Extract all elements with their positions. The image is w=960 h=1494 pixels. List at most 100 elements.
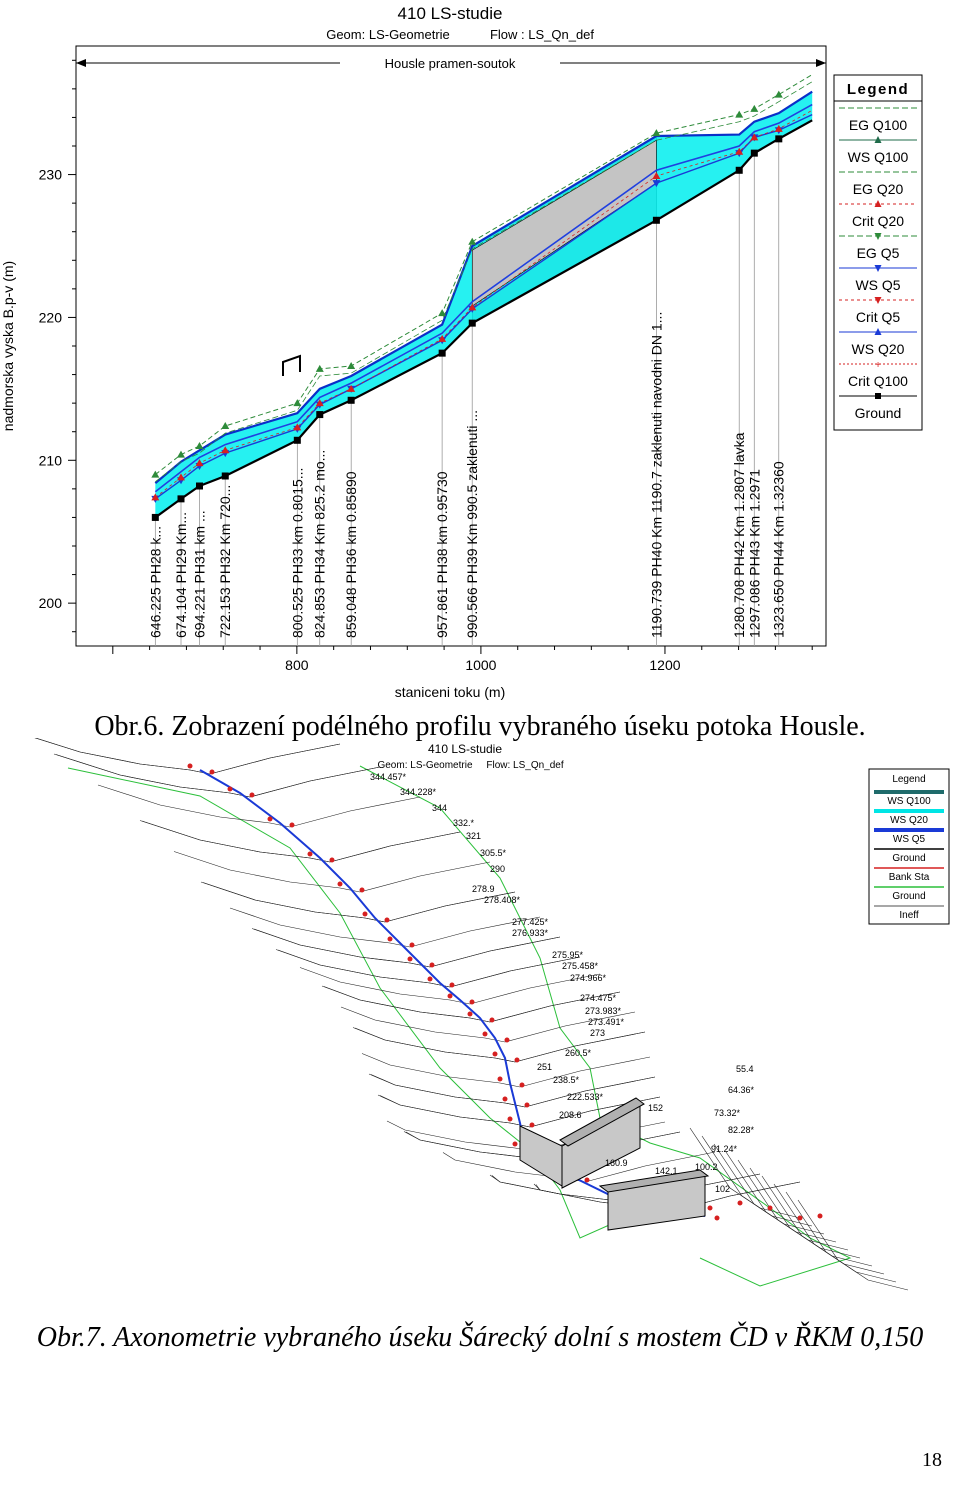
bank-station-marker <box>329 857 335 863</box>
ground-marker <box>652 216 660 224</box>
station-label: 277.425* <box>512 917 549 927</box>
ground-marker <box>775 135 783 143</box>
cross-section-line <box>701 1135 813 1227</box>
station-label: 102 <box>715 1184 730 1194</box>
cross-section-line <box>354 1027 646 1063</box>
series-markers <box>151 90 783 521</box>
bank-station-marker <box>502 1096 508 1102</box>
eg-q100-marker <box>315 364 324 372</box>
bank-station-marker <box>187 763 193 769</box>
station-label: 1297.086 PH43 Km 1.2971 <box>746 469 762 638</box>
axo-geom: Geom: LS-Geometrie <box>377 760 472 771</box>
legend-label: Bank Sta <box>889 872 930 883</box>
eg-q100-marker <box>468 237 477 245</box>
ground-marker <box>316 411 324 419</box>
bank-station-marker <box>447 993 453 999</box>
bank-station-marker <box>817 1213 823 1219</box>
bank-station-marker <box>249 792 255 798</box>
station-label: 722.153 PH32 Km 720... <box>217 485 233 638</box>
cross-section-line <box>299 967 601 1005</box>
page-number: 18 <box>922 1449 942 1471</box>
ground-marker <box>468 319 476 327</box>
bank-station-marker <box>512 1141 518 1147</box>
left-boundary <box>67 767 626 1239</box>
legend-label: WS Q5 <box>855 277 900 293</box>
station-label: 1190.739 PH40 Km 1190.7 zaklenuti navodn… <box>648 312 664 638</box>
eg-q100-marker <box>652 129 661 137</box>
station-label: 273.983* <box>585 1006 622 1016</box>
cross-section-line <box>141 820 461 863</box>
figure-7-caption: Obr.7. Axonometrie vybraného úseku Šárec… <box>36 1322 924 1353</box>
bank-station-marker <box>514 1057 520 1063</box>
legend-title: Legend <box>847 81 909 98</box>
bank-station-marker <box>467 1011 473 1017</box>
chart-title: 410 LS-studie <box>398 4 503 23</box>
station-label: 290 <box>490 864 505 874</box>
bank-station-marker <box>529 1122 535 1128</box>
cross-section-line <box>97 784 421 828</box>
station-label: 321 <box>466 831 481 841</box>
ground-marker <box>735 166 743 174</box>
cross-section-line <box>275 949 581 988</box>
y-tick-label: 210 <box>39 452 63 468</box>
station-label: 273.491* <box>588 1017 625 1027</box>
series-crit-q20 <box>155 109 813 498</box>
series-eg-q20 <box>155 81 813 483</box>
station-label: 275.95* <box>552 950 584 960</box>
chart-flow: Flow : LS_Qn_def <box>490 27 594 42</box>
station-label: 260.5* <box>565 1048 592 1058</box>
bank-station-marker <box>362 911 368 917</box>
eg-q100-marker <box>293 399 302 407</box>
legend-label: WS Q20 <box>852 341 905 357</box>
y-tick-label: 200 <box>39 595 63 611</box>
bank-station-marker <box>584 1177 590 1183</box>
bank-station-marker <box>449 982 455 988</box>
station-label: 274.475* <box>580 993 617 1003</box>
eg-q100-marker <box>151 470 160 478</box>
legend-marker: + <box>875 360 881 371</box>
legend-label: Crit Q100 <box>848 373 908 389</box>
cross-section-line <box>725 1151 837 1243</box>
station-label: 694.221 PH31 km ... <box>192 510 208 638</box>
cross-section-line <box>229 907 541 948</box>
station-label: 278.408* <box>484 895 521 905</box>
cross-section-line <box>253 928 561 968</box>
station-label: 273 <box>590 1028 605 1038</box>
station-label: 859.048 PH36 km 0.85890 <box>343 471 359 638</box>
station-label: 1280.708 PH42 Km 1.2807 lavka <box>731 432 747 638</box>
station-label: 100.2 <box>695 1162 718 1172</box>
station-label: 82.28* <box>728 1125 755 1135</box>
station-label: 73.32* <box>714 1108 741 1118</box>
legend-swatch <box>874 828 944 832</box>
y-tick-label: 230 <box>39 167 63 183</box>
bank-station-marker <box>469 999 475 1005</box>
legend-label: EG Q5 <box>857 245 900 261</box>
legend-marker <box>875 393 881 399</box>
x-tick-label: 800 <box>285 657 309 673</box>
legend-label: EG Q100 <box>849 117 908 133</box>
bank-station-marker <box>524 1102 530 1108</box>
crit-q20-marker <box>750 133 759 141</box>
legend-marker <box>874 136 882 143</box>
ground-marker <box>293 436 301 444</box>
station-label: 957.861 PH38 km 0.95730 <box>434 471 450 638</box>
crit-q20-marker <box>468 303 477 311</box>
ground-marker <box>195 482 203 490</box>
figure-6-caption: Obr.6. Zobrazení podélného profilu vybra… <box>94 711 866 742</box>
bank-station-marker <box>767 1205 773 1211</box>
cross-section-line <box>200 881 516 923</box>
eg-q100-marker <box>195 442 204 449</box>
axo-legend-title: Legend <box>892 774 925 785</box>
cross-section-line <box>773 1183 885 1275</box>
cross-section-line <box>370 1074 656 1108</box>
station-label: 208.6 <box>559 1110 582 1120</box>
ground-marker <box>151 513 159 521</box>
cross-section-line <box>379 1095 661 1128</box>
legend-label: EG Q20 <box>853 181 904 197</box>
station-label: 251 <box>537 1062 552 1072</box>
bridge-deck <box>282 354 301 376</box>
cross-section-line <box>761 1175 873 1267</box>
bank-station-marker <box>497 1076 503 1082</box>
bank-station-marker <box>407 956 413 962</box>
